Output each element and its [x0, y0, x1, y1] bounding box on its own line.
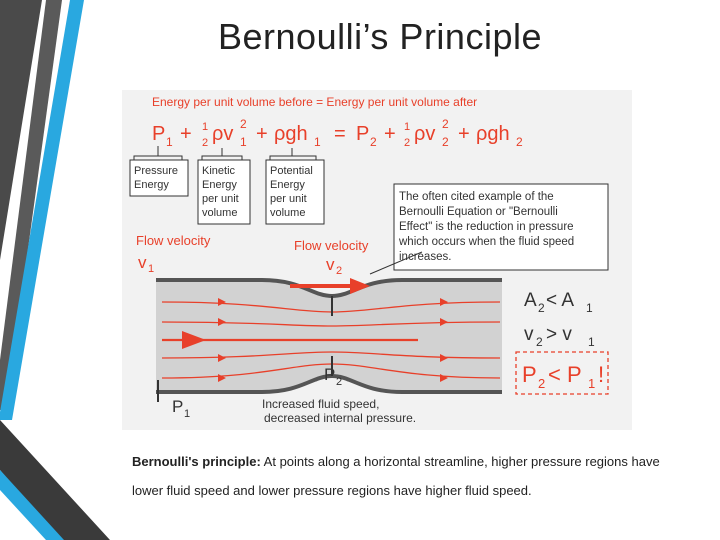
kinetic-energy-box: Kinetic Energy per unit volume — [197, 159, 251, 225]
v2-sub: 2 — [336, 265, 342, 277]
dark-stripe — [0, 0, 42, 260]
eq-h1-sub: 1 — [314, 135, 321, 149]
note-line: Bernoulli Equation or "Bernoulli — [399, 206, 558, 218]
caption-bold: Bernoulli's principle: — [132, 454, 261, 469]
vel-rel-left-sub: 2 — [536, 335, 543, 349]
potential-box-line: Potential — [270, 165, 313, 177]
area-rel-left: A — [524, 290, 537, 311]
bernoulli-figure: Energy per unit volume before = Energy p… — [122, 90, 632, 430]
figure-caption: Bernoulli's principle: At points along a… — [132, 447, 672, 505]
blue-stripe — [0, 0, 84, 420]
press-rel-left: P — [522, 362, 537, 387]
eq-half-bot-2: 2 — [404, 137, 410, 149]
note-line: The often cited example of the — [399, 191, 554, 203]
eq-half-top-2: 1 — [404, 121, 410, 133]
eq-h2-sub: 2 — [516, 135, 523, 149]
eq-plus-3: + — [384, 123, 396, 145]
eq-plus-4: + — [458, 123, 470, 145]
eq-P2-sub: 2 — [370, 135, 377, 149]
caption-text: At points along a horizontal streamline,… — [132, 454, 660, 498]
area-rel-op: < A — [546, 290, 574, 311]
pressure-relation: P 2 < P 1 ! — [515, 351, 609, 395]
v1-sub: 1 — [148, 263, 154, 275]
eq-rho-g-h1: ρgh — [274, 123, 308, 145]
kinetic-box-line: Energy — [202, 179, 237, 191]
eq-plus-1: + — [180, 123, 192, 145]
press-rel-right-sub: 1 — [588, 376, 595, 391]
eq-v2-sup: 2 — [442, 117, 449, 131]
eq-rho-g-h2: ρgh — [476, 123, 510, 145]
area-rel-left-sub: 2 — [538, 301, 545, 315]
flow-arrow-v1 — [182, 331, 206, 349]
kinetic-box-line: volume — [202, 207, 237, 219]
streamline-arrows — [218, 298, 448, 382]
eq-half-top-1: 1 — [202, 121, 208, 133]
press-rel-bang: ! — [598, 362, 604, 387]
velocity-relation: v 2 > v 1 — [524, 324, 595, 349]
note-line: increases. — [399, 251, 451, 263]
eq-P2: P — [356, 123, 369, 145]
v2-arrow-head — [350, 278, 370, 294]
area-rel-right-sub: 1 — [586, 301, 593, 315]
v1-label: v — [138, 253, 147, 272]
p2-label: P — [324, 365, 335, 384]
eq-v2-sub: 2 — [442, 135, 449, 149]
slide-title: Bernoulli’s Principle — [218, 16, 542, 57]
potential-box-line: Energy — [270, 179, 305, 191]
bernoulli-effect-note: The often cited example of the Bernoulli… — [393, 183, 609, 271]
bottom-note-line: decreased internal pressure. — [264, 411, 416, 425]
flow-velocity-1-label: Flow velocity — [136, 233, 211, 248]
note-pointer-line — [369, 251, 423, 275]
eq-v1-sub: 1 — [240, 135, 247, 149]
p2-sub: 2 — [336, 376, 342, 388]
equation-leader-lines — [133, 146, 317, 160]
kinetic-box-line: per unit — [202, 193, 239, 205]
p1-label: P — [172, 397, 183, 416]
eq-rho-v1: ρv — [212, 123, 233, 145]
eq-P1-sub: 1 — [166, 135, 173, 149]
pressure-box-line: Pressure — [134, 165, 178, 177]
eq-P1: P — [152, 123, 165, 145]
eq-rho-v2: ρv — [414, 123, 435, 145]
kinetic-box-line: Kinetic — [202, 165, 236, 177]
eq-equals: = — [334, 123, 346, 145]
eq-plus-2: + — [256, 123, 268, 145]
area-relation: A 2 < A 1 — [524, 290, 593, 315]
potential-box-line: per unit — [270, 193, 307, 205]
venturi-pipe — [156, 278, 502, 402]
potential-box-line: volume — [270, 207, 305, 219]
flow-velocity-2-label: Flow velocity — [294, 238, 369, 253]
p1-sub: 1 — [184, 408, 190, 420]
bottom-blue-stripe — [0, 470, 64, 540]
vel-rel-right-sub: 1 — [588, 335, 595, 349]
pressure-relation-box — [515, 351, 609, 395]
equation-heading: Energy per unit volume before = Energy p… — [152, 95, 477, 109]
v2-label: v — [326, 255, 335, 274]
potential-energy-box: Potential Energy per unit volume — [265, 159, 325, 225]
note-line: which occurs when the fluid speed — [398, 236, 574, 248]
pipe-fluid — [156, 282, 502, 390]
vel-rel-op: > v — [546, 324, 572, 345]
gray-stripe — [0, 0, 62, 410]
note-line: Effect" is the reduction in pressure — [399, 221, 574, 233]
pressure-energy-box: Pressure Energy — [129, 159, 189, 197]
bottom-note-line: Increased fluid speed, — [262, 397, 379, 411]
press-rel-op: < P — [548, 362, 582, 387]
vel-rel-left: v — [524, 324, 534, 345]
bottom-dark-stripe — [0, 420, 110, 540]
bernoulli-equation: P 1 + 1 2 ρv 1 2 + ρgh 1 = P 2 + 1 2 ρv … — [152, 117, 523, 149]
pressure-box-line: Energy — [134, 179, 169, 191]
eq-half-bot-1: 2 — [202, 137, 208, 149]
press-rel-left-sub: 2 — [538, 376, 545, 391]
eq-v1-sup: 2 — [240, 117, 247, 131]
